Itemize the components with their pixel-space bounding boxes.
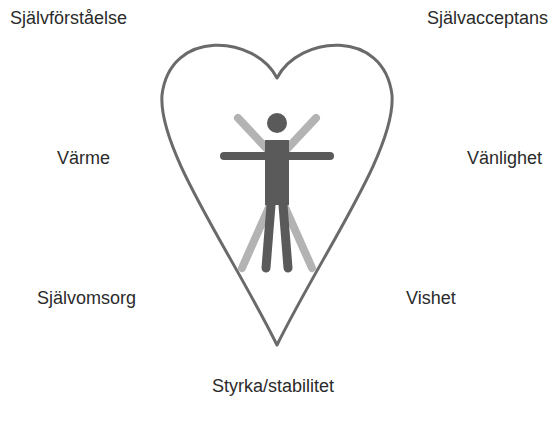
label-text: Vishet <box>406 288 456 310</box>
label-text: Styrka/stabilitet <box>212 376 334 398</box>
figure-head <box>267 113 287 133</box>
label-text: Självacceptans <box>427 8 548 30</box>
label-text: Vänlighet <box>467 148 542 170</box>
human-figure <box>224 113 330 268</box>
figure-ghost-limbs <box>238 118 316 268</box>
figure-body <box>224 140 330 268</box>
label-text: Värme <box>57 148 110 170</box>
heart-outline <box>162 45 392 345</box>
label-text: Självförståelse <box>10 8 127 30</box>
label-text: Självomsorg <box>37 288 136 310</box>
